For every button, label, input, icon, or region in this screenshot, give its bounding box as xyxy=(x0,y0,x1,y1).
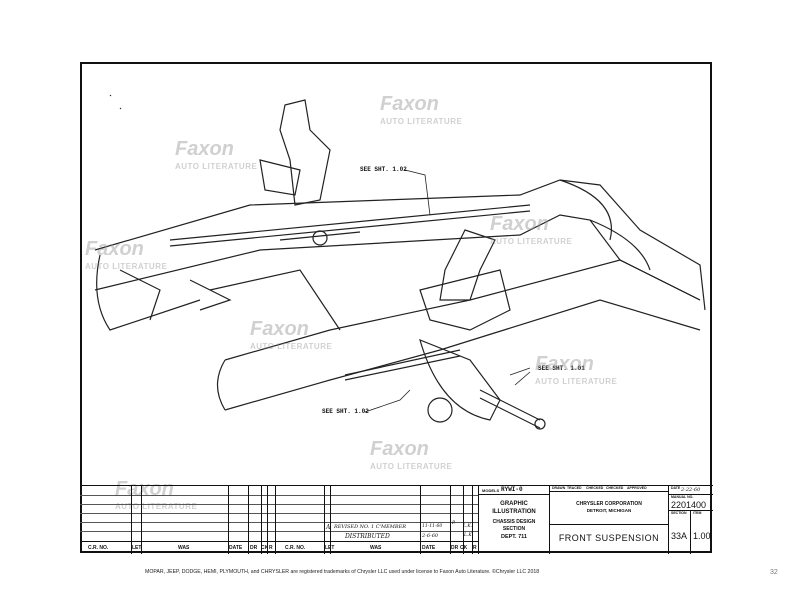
watermark-sub: AUTO LITERATURE xyxy=(85,262,168,271)
company-location: DETROIT, MICHIGAN xyxy=(586,508,632,513)
checked-label: CHECKED xyxy=(586,486,604,490)
header-cr-no: C.R. NO. xyxy=(285,545,306,551)
header-r: R xyxy=(473,545,477,551)
header-r: R xyxy=(269,545,273,551)
section-label: SECTION xyxy=(671,511,687,515)
date-label: DATE xyxy=(671,486,681,490)
spindle-assembly-right xyxy=(344,229,546,430)
dept-number: DEPT. 711 xyxy=(501,534,527,540)
dept-chassis-design: CHASSIS DESIGN xyxy=(492,519,536,525)
header-ck: CK xyxy=(261,545,269,551)
revision-date: 11-11-60 xyxy=(422,524,443,529)
upper-control-arm-left xyxy=(259,99,331,206)
item-label: ITEM xyxy=(693,511,702,515)
watermark-sub: AUTO LITERATURE xyxy=(380,117,463,126)
header-cr-no: C.R. NO. xyxy=(88,545,109,551)
page-number: 32 xyxy=(770,569,778,576)
callout-see-sheet-1-01: SEE SHT. 1.01 xyxy=(538,365,585,372)
drawing-title: FRONT SUSPENSION xyxy=(558,533,660,543)
manual-no: 2201400 xyxy=(671,500,707,510)
item-value: 1.00 xyxy=(693,531,711,541)
leader-lines xyxy=(364,169,531,413)
header-dr: DR xyxy=(451,545,459,551)
dept-illustration: ILLUSTRATION xyxy=(492,509,536,515)
watermark-sub: AUTO LITERATURE xyxy=(370,462,453,471)
checked-label: CHECKED xyxy=(606,486,624,490)
drawing-date: 2-22-60 xyxy=(681,487,701,493)
header-date: DATE xyxy=(422,545,436,551)
steering-linkage xyxy=(169,204,531,247)
revision-let: A xyxy=(326,524,331,531)
watermark-brand: Faxon xyxy=(535,353,594,375)
watermark-brand: Faxon xyxy=(85,238,144,260)
watermark-sub: AUTO LITERATURE xyxy=(490,237,573,246)
section-value: 33A xyxy=(671,531,688,541)
approved-label: APPROVED xyxy=(627,486,647,490)
revision-ck: L.K. xyxy=(464,533,474,538)
title-block: MODELS RYWI-0 GRAPHIC ILLUSTRATION CHASS… xyxy=(478,485,713,554)
trademark-footer: MOPAR, JEEP, DODGE, HEMI, PLYMOUTH, and … xyxy=(145,569,540,575)
watermark-brand: Faxon xyxy=(370,438,429,460)
watermark-brand: Faxon xyxy=(115,478,174,500)
watermark-brand: Faxon xyxy=(490,213,549,235)
watermark-sub: AUTO LITERATURE xyxy=(175,162,258,171)
header-let: LET xyxy=(325,545,335,551)
revision-block: C.R. NO. LET WAS DATE DR CK R C.R. NO. L… xyxy=(80,485,478,554)
revision-ck: L.K. xyxy=(463,524,473,529)
models-value: RYWI-0 xyxy=(501,486,523,493)
revision-dr: P. xyxy=(452,521,456,526)
header-was: WAS xyxy=(178,545,190,551)
revision-date: 2-6-60 xyxy=(422,533,439,539)
callout-see-sheet-1-02-upper: SEE SHT. 1.02 xyxy=(360,166,407,173)
watermark-sub: AUTO LITERATURE xyxy=(250,342,333,351)
revision-was: REVISED NO. 1 C'MEMBER xyxy=(334,524,406,530)
traced-label: TRACED xyxy=(567,486,582,490)
header-date: DATE xyxy=(229,545,243,551)
header-let: LET xyxy=(132,545,142,551)
dept-graphic: GRAPHIC xyxy=(500,501,528,507)
company-name: CHRYSLER CORPORATION xyxy=(576,501,642,507)
manual-no-label: MANUAL NO. xyxy=(671,495,694,499)
frame-rail xyxy=(94,179,706,411)
drawn-label: DRAWN xyxy=(552,486,566,490)
callout-see-sheet-1-02-lower: SEE SHT. 1.02 xyxy=(322,408,369,415)
header-was: WAS xyxy=(370,545,382,551)
models-label: MODELS xyxy=(482,488,500,493)
dept-section: SECTION xyxy=(502,526,526,532)
header-dr: DR xyxy=(250,545,258,551)
watermark-sub: AUTO LITERATURE xyxy=(535,377,618,386)
watermark-brand: Faxon xyxy=(175,138,234,160)
drawing-frame xyxy=(80,62,712,553)
watermark-brand: Faxon xyxy=(250,318,309,340)
watermark-sub: AUTO LITERATURE xyxy=(115,502,198,511)
revision-was: DISTRIBUTED xyxy=(345,533,390,540)
header-ck: CK xyxy=(460,545,468,551)
watermark-brand: Faxon xyxy=(380,93,439,115)
